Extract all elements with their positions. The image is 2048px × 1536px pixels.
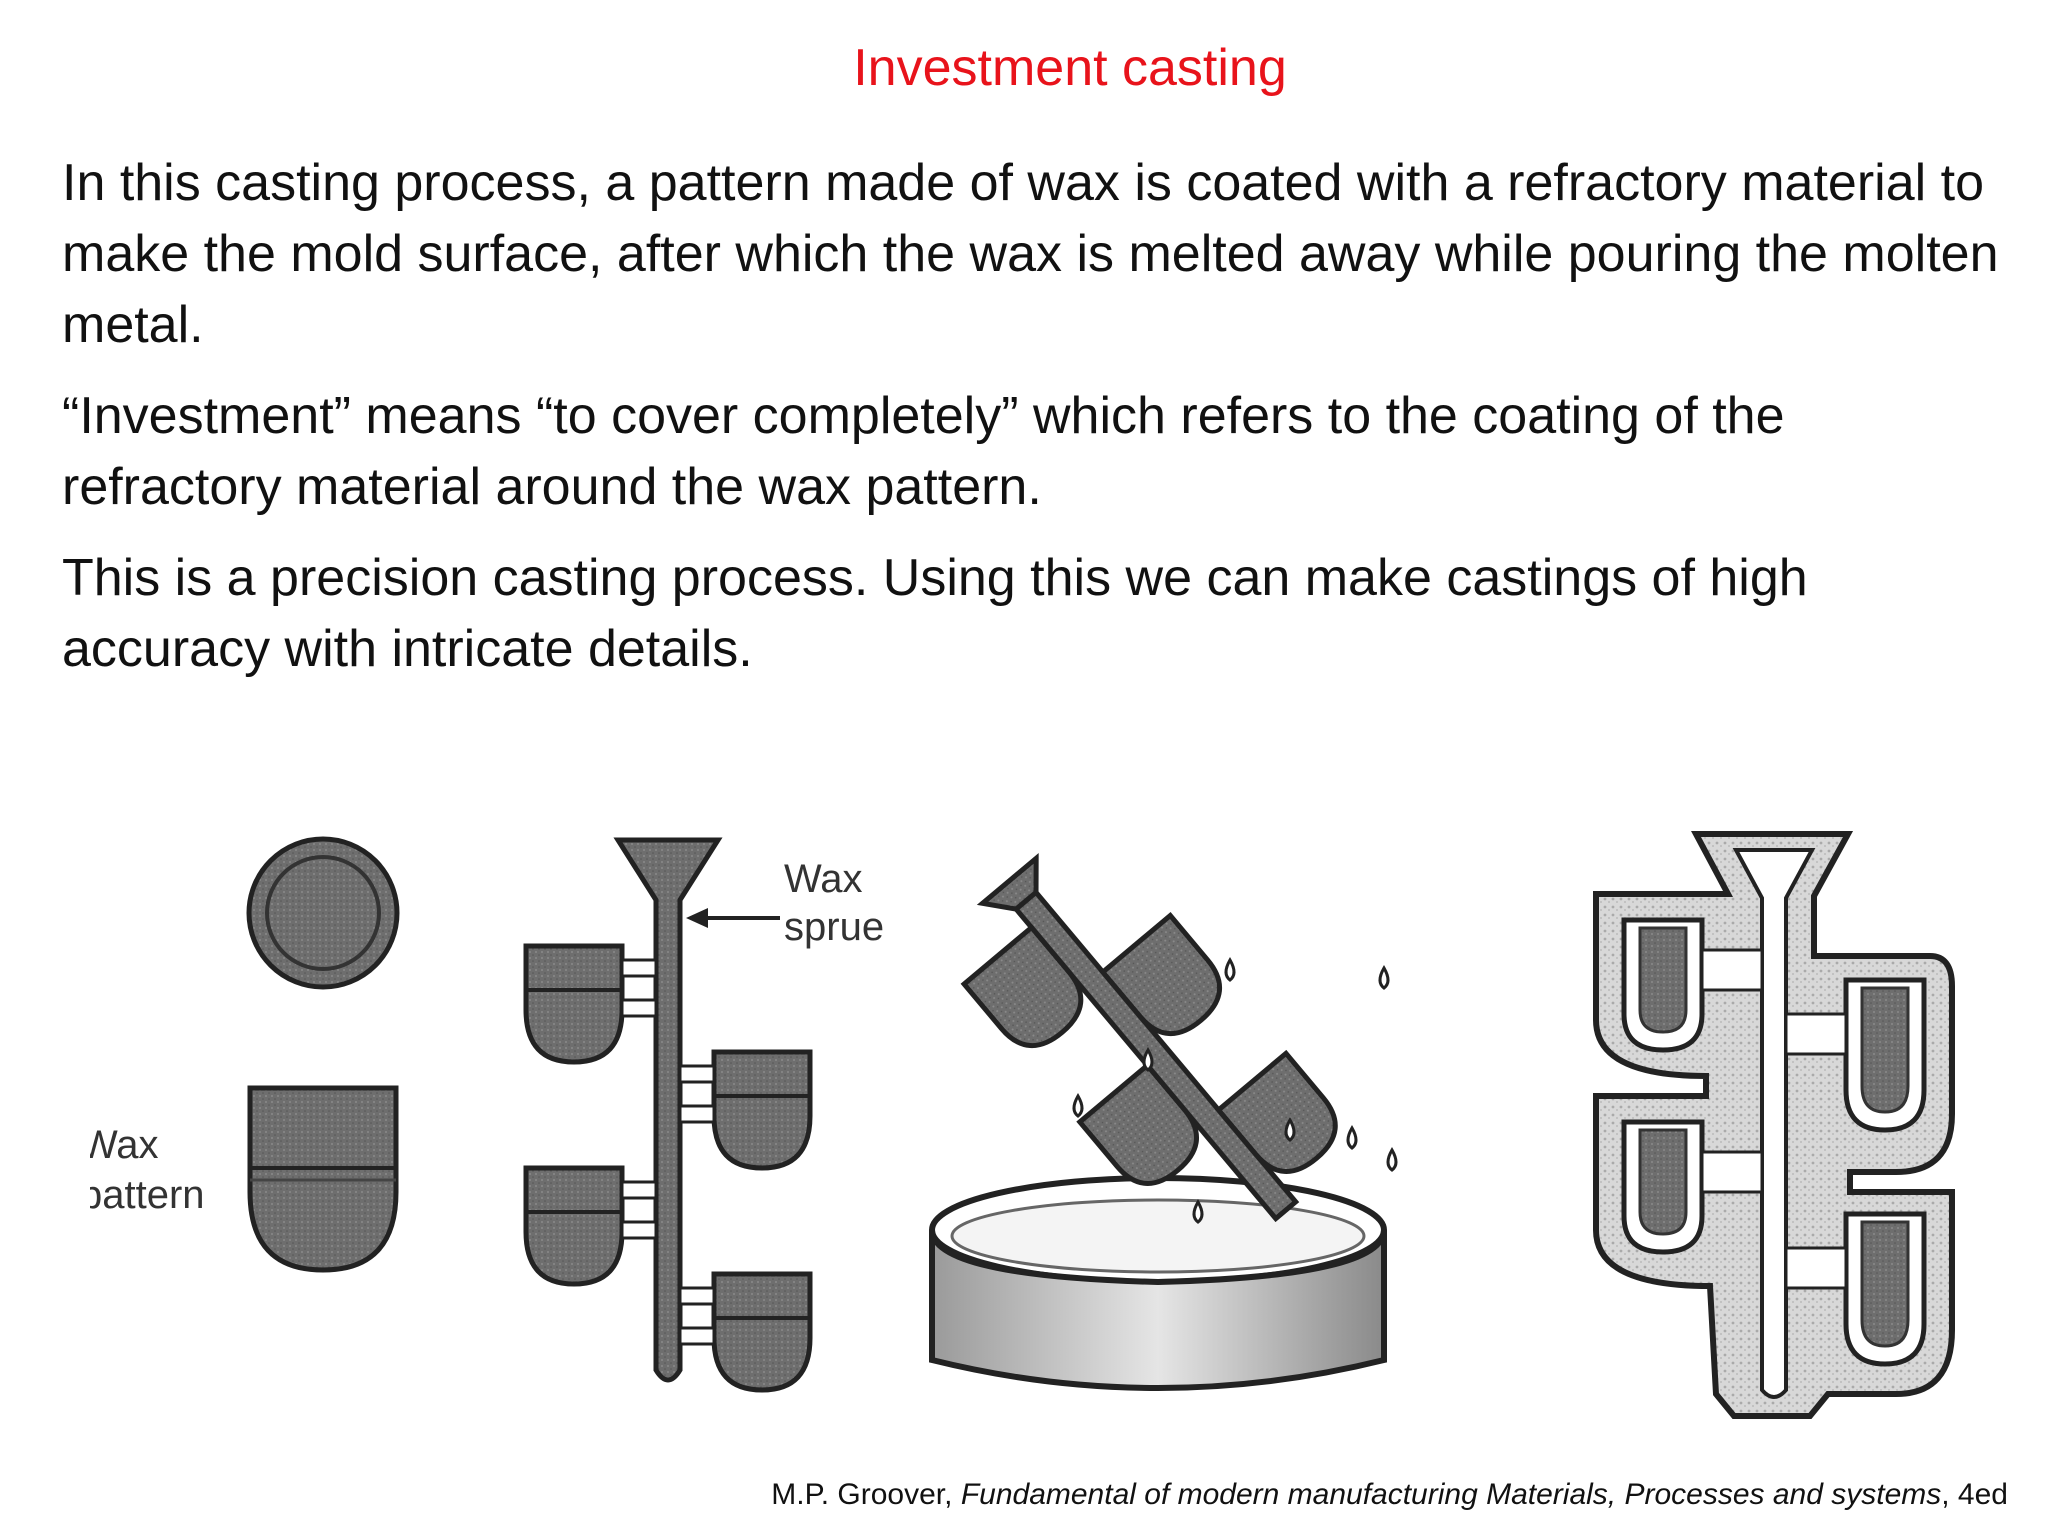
wax-pattern-cup <box>711 1271 813 1393</box>
investment-casting-figure: Wax pattern Wax <box>80 800 2010 1440</box>
wax-pattern-top-view <box>246 836 400 990</box>
wax-pattern-cup <box>523 1165 625 1287</box>
wax-pattern-cup <box>711 1049 813 1171</box>
citation-book-title: Fundamental of modern manufacturing Mate… <box>960 1478 1942 1511</box>
citation-edition: , 4ed <box>1941 1478 2008 1511</box>
slurry-drips <box>1072 956 1398 1224</box>
citation: M.P. Groover, Fundamental of modern manu… <box>771 1478 2008 1512</box>
wax-sprue <box>613 837 723 1383</box>
body-text: In this casting process, a pattern made … <box>62 148 2012 705</box>
stage-wax-pattern: Wax pattern <box>80 836 400 1273</box>
wax-pattern-label-line2: pattern <box>90 1173 205 1217</box>
investment-casting-diagram: Wax pattern Wax <box>80 831 1955 1419</box>
tilted-cup <box>1076 1061 1200 1186</box>
slide-title: Investment casting <box>853 39 1287 97</box>
sprue-label-line2: sprue <box>784 905 884 949</box>
slurry-pot <box>929 1229 1387 1391</box>
stage-invested-mold <box>1593 831 1955 1419</box>
wax-pattern-cup <box>523 943 625 1065</box>
tilted-cup <box>1099 911 1223 1037</box>
paragraph-precision: This is a precision casting process. Usi… <box>62 549 1808 678</box>
paragraph-investment-meaning: “Investment” means “to cover completely”… <box>62 387 1785 516</box>
sprue-label-line1: Wax <box>784 857 863 901</box>
citation-author: M.P. Groover, <box>771 1478 961 1511</box>
tilted-cup <box>1215 1049 1338 1174</box>
tilted-cup <box>960 923 1084 1049</box>
wax-pattern-label-line1: Wax <box>90 1123 159 1167</box>
stage-investment-dip <box>929 852 1398 1391</box>
stage-pattern-tree: Wax sprue <box>523 837 884 1393</box>
paragraph-definition: In this casting process, a pattern made … <box>62 154 1999 354</box>
